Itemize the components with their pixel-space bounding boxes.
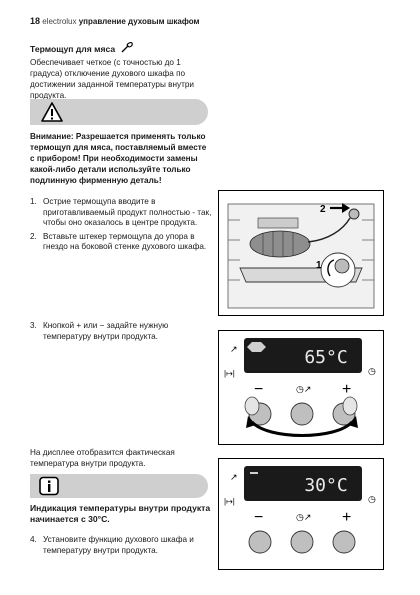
plus-button[interactable] [332, 530, 356, 554]
dash-indicator [250, 472, 258, 474]
step-number: 2. [30, 231, 37, 241]
clock-icon: ◷ [368, 366, 376, 376]
clock-icon: ◷ [368, 494, 376, 504]
info-text: Индикация температуры внутри продукта на… [30, 503, 211, 524]
minus-label: − [254, 381, 263, 398]
warning-text: Внимание: Разрешается применять только т… [30, 132, 207, 185]
finger-left-icon [244, 396, 260, 416]
rotation-arrow [327, 259, 335, 277]
finger-right-icon [342, 396, 358, 416]
list-item: 2. Вставьте штекер термощупа до упора в г… [30, 232, 212, 253]
clock-button[interactable] [290, 402, 314, 426]
step-text: Установите функцию духового шкафа и темп… [43, 535, 194, 555]
warning-bar [30, 99, 208, 125]
brand-name: electrolux [42, 17, 77, 26]
lcd-display [244, 338, 362, 373]
section-title: управление духовым шкафом [78, 17, 200, 26]
timer-bar-icon: |↦| [224, 369, 235, 378]
display-value: 65°C [304, 347, 347, 368]
display-note: На дисплее отобразится фактическая темпе… [30, 448, 175, 468]
clock-probe-icon: ◷↗ [296, 512, 311, 522]
step-number: 3. [30, 321, 37, 330]
probe-plug-detail [334, 258, 350, 274]
probe-socket [348, 208, 360, 220]
shelf-rails-left [228, 219, 240, 281]
meat-string [262, 231, 294, 257]
clock-probe-icon: ◷↗ [296, 384, 311, 394]
list-item: 3. Кнопкой + или − задайте нужную темпера… [30, 321, 212, 342]
steps-list-continued: 3. Кнопкой + или − задайте нужную темпера… [30, 321, 212, 345]
display-value: 30°C [304, 475, 347, 496]
control-panel-actual-figure: 30°C ↗ ◷ |↦| − ◷↗ + [218, 458, 384, 570]
info-bar [30, 474, 208, 498]
step-text: Острие термощупа вводите в приготавливае… [43, 197, 212, 228]
oven-cavity [227, 203, 375, 309]
meat-probe-icon: ↗ [230, 344, 238, 354]
callout-2: 2 [320, 204, 326, 215]
page-header: 18 electrolux управление духовым шкафом [30, 16, 199, 26]
plus-label: + [342, 509, 351, 526]
list-item: 4. Установите функцию духового шкафа и те… [30, 535, 212, 556]
step-text: Кнопкой + или − задайте нужную температу… [43, 321, 169, 341]
step-number: 1. [30, 197, 37, 206]
step-text: Вставьте штекер термощупа до упора в гне… [43, 231, 207, 252]
function-indicator [247, 342, 266, 352]
control-panel-set-figure: 65°C ↗ ◷ |↦| − ◷↗ + [218, 330, 384, 445]
minus-label: − [254, 509, 263, 526]
meat-probe-heading: Термощуп для мяса [30, 42, 133, 54]
timer-bar-icon: |↦| [224, 497, 235, 506]
meat-probe-title: Термощуп для мяса [30, 44, 116, 54]
choice-arrow [250, 420, 354, 437]
clock-button[interactable] [290, 530, 314, 554]
shelf-rails-right [362, 219, 374, 281]
oven-probe-figure: 2 1 [218, 190, 384, 316]
page-number: 18 [30, 16, 41, 26]
list-item: 1. Острие термощупа вводите в приготавлив… [30, 197, 212, 229]
steps-list-final: 4. Установите функцию духового шкафа и те… [30, 535, 212, 559]
lcd-display [244, 466, 362, 501]
roast-meat [249, 230, 311, 258]
steps-list: 1. Острие термощупа вводите в приготавлив… [30, 197, 212, 256]
probe-holder [257, 217, 299, 229]
meat-probe-icon [121, 42, 133, 53]
step-number: 4. [30, 535, 37, 544]
probe-cable [307, 217, 351, 243]
meat-probe-description: Обеспечивает четкое (с точностью до 1 гр… [30, 58, 194, 100]
minus-button[interactable] [248, 530, 272, 554]
meat-probe-icon: ↗ [230, 472, 238, 482]
warning-triangle-icon [41, 102, 63, 122]
info-icon [39, 476, 59, 496]
plus-label: + [342, 381, 351, 398]
callout-1: 1 [316, 260, 322, 271]
